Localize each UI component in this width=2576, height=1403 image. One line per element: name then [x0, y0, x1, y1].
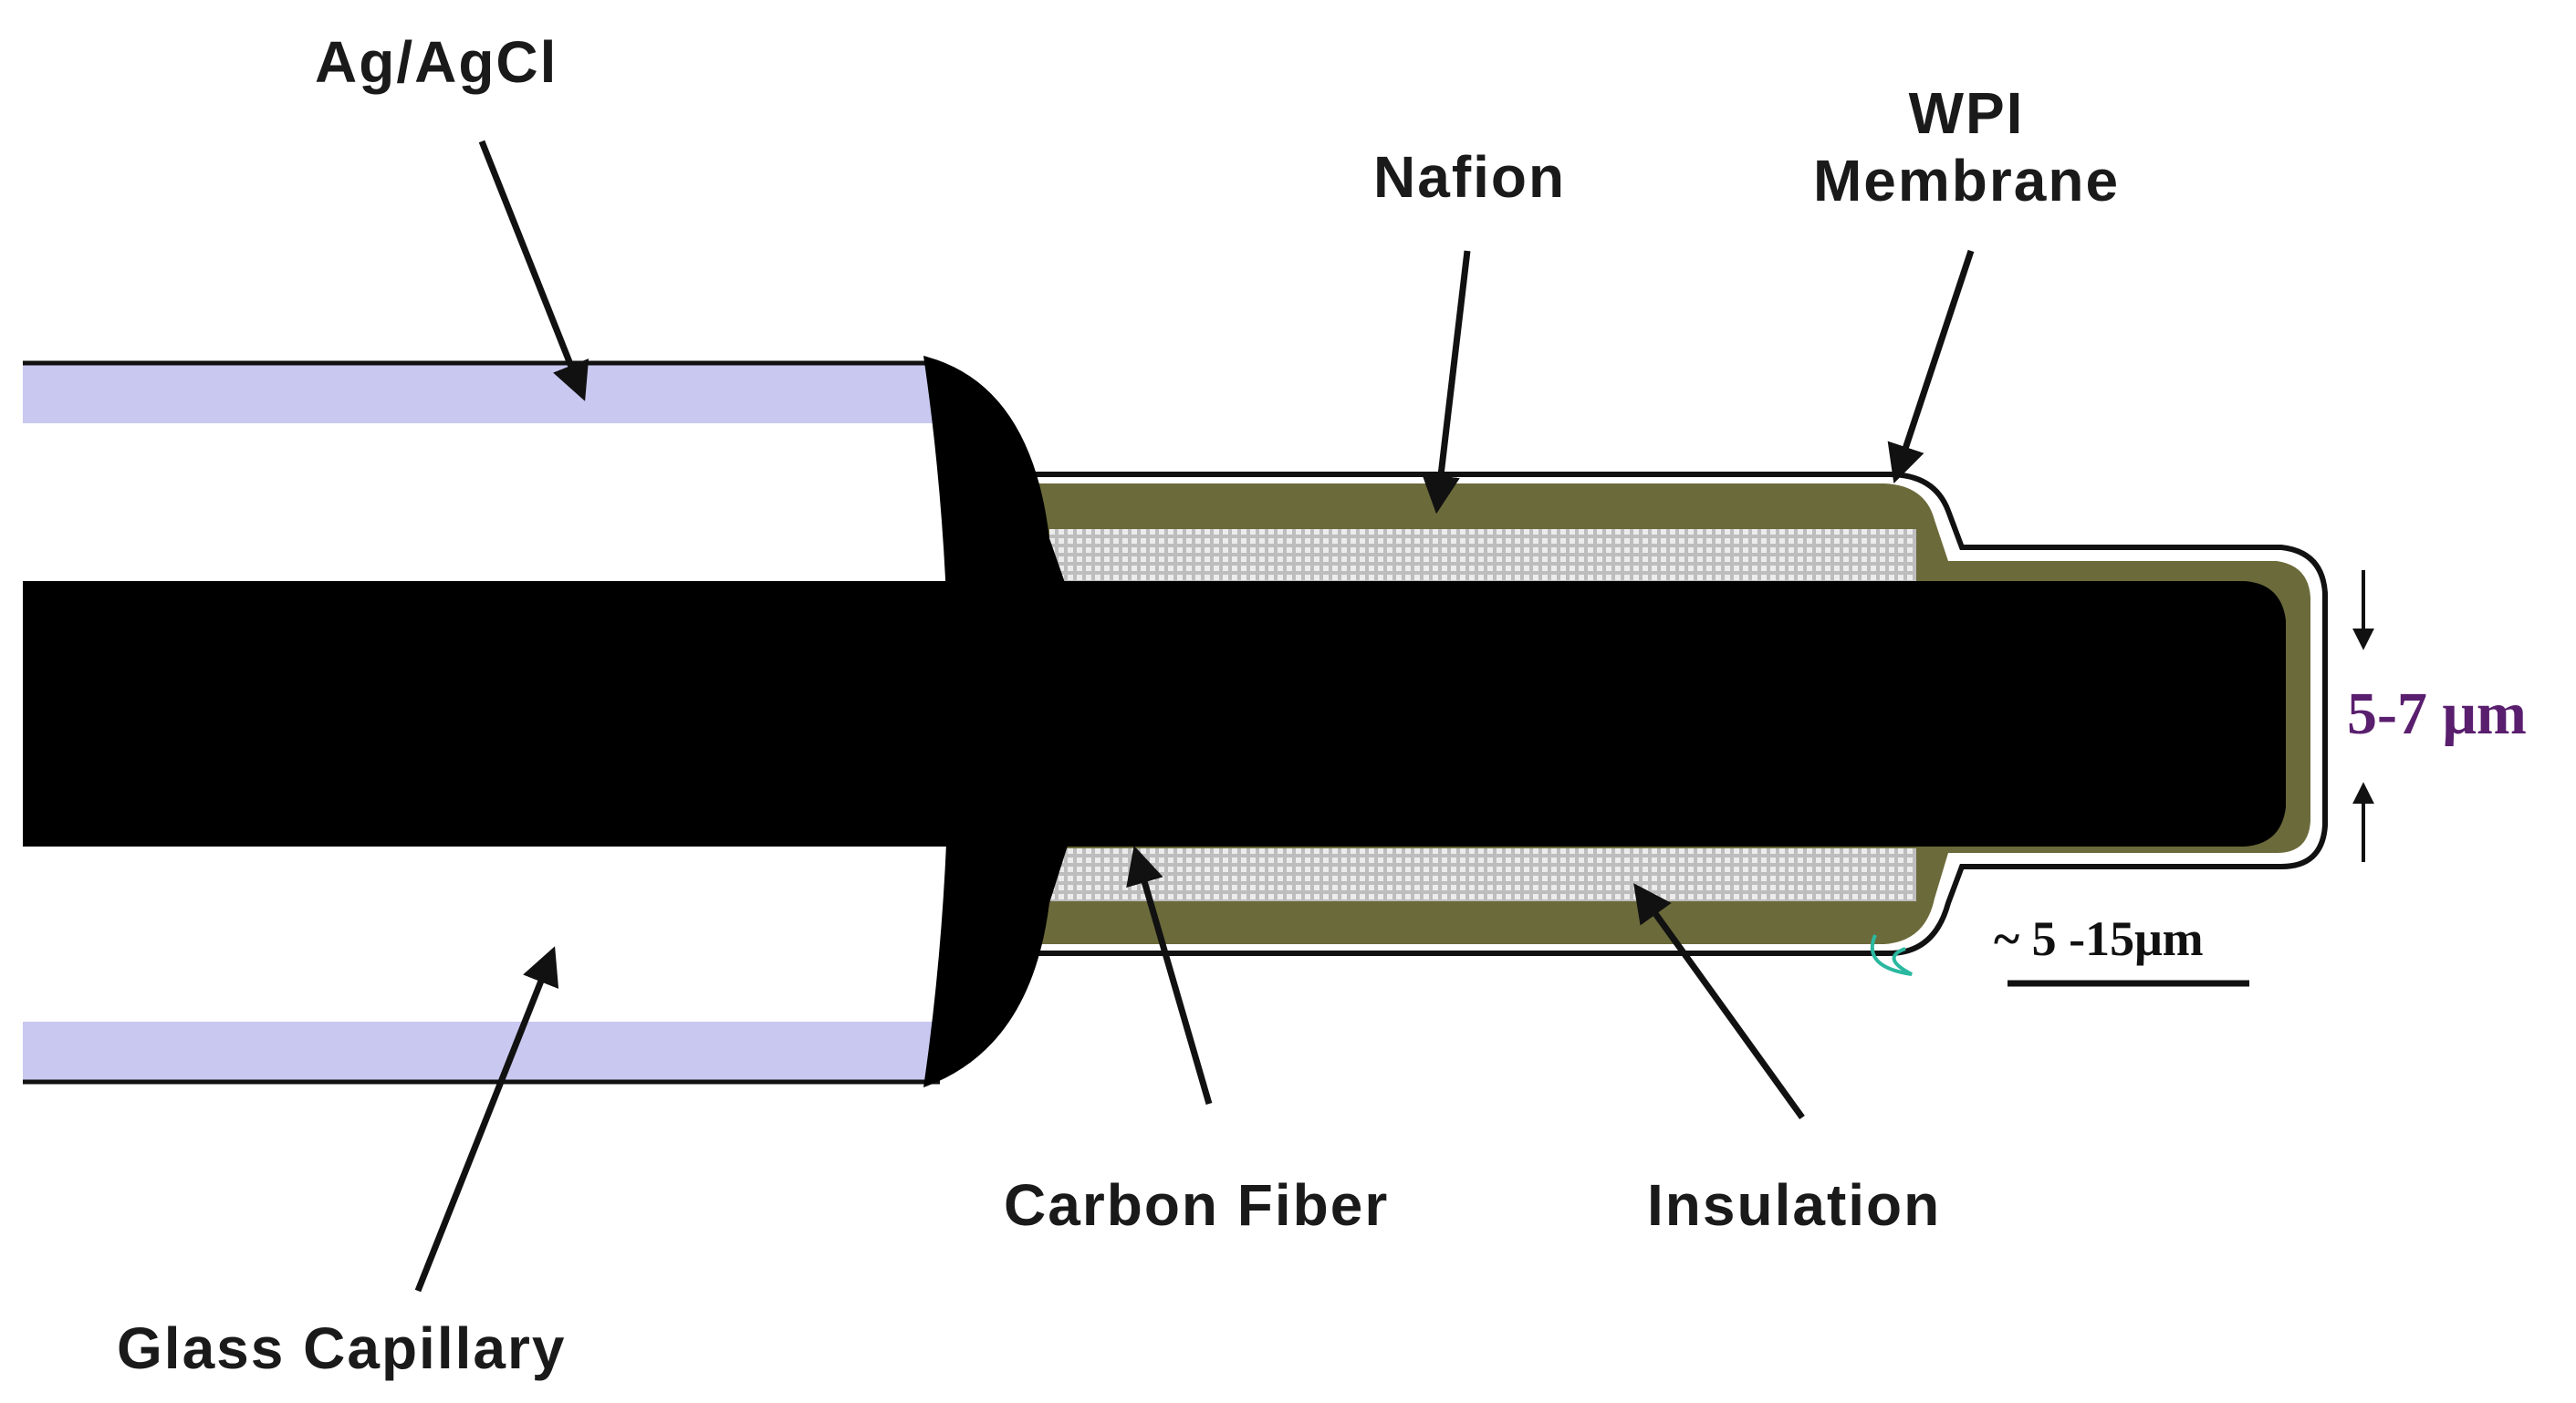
- stray-mark: [1870, 934, 1913, 976]
- label-carbon-fiber: Carbon Fiber: [1004, 1172, 1390, 1238]
- glass-capillary: [23, 360, 940, 1085]
- label-insulation: Insulation: [1647, 1172, 1942, 1238]
- insulation-bottom: [1049, 848, 1916, 901]
- capillary-wall-top: [23, 363, 940, 423]
- label-wpi-line1: WPI: [1908, 80, 2025, 146]
- label-wpi-membrane: WPI Membrane: [1793, 80, 2140, 214]
- leader-wpi-membrane: [1887, 249, 1975, 483]
- insulation-top: [1049, 529, 1916, 582]
- leader-carbon-fiber: [1126, 845, 1213, 1105]
- label-nafion: Nafion: [1373, 144, 1567, 210]
- leader-ag-agcl: [478, 140, 589, 401]
- dimension-tip-length: ~ 5 -15μm: [1994, 911, 2204, 966]
- leader-insulation: [1633, 883, 1805, 1120]
- leader-glass-capillary: [414, 946, 559, 1293]
- label-ag-agcl: Ag/AgCl: [315, 29, 558, 95]
- leader-nafion: [1422, 250, 1471, 514]
- capillary-wall-bottom: [23, 1022, 940, 1082]
- dimension-diameter: 5-7 μm: [2347, 681, 2527, 747]
- label-wpi-line2: Membrane: [1812, 147, 2121, 213]
- carbon-fiber: [23, 581, 2286, 847]
- epoxy-seal: [923, 356, 1081, 1087]
- label-glass-capillary: Glass Capillary: [117, 1315, 567, 1381]
